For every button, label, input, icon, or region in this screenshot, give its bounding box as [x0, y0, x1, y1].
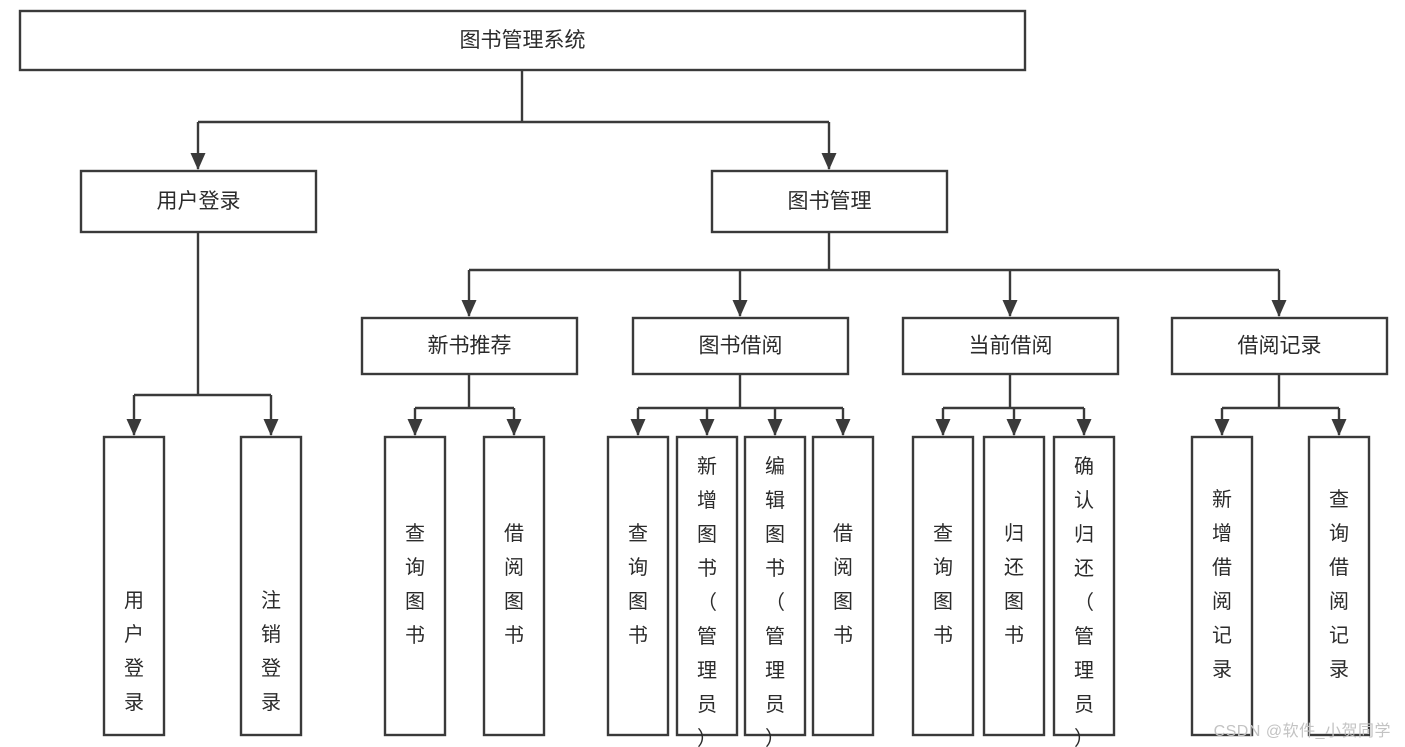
- node-book-borrow[interactable]: 图书借阅: [631, 316, 850, 376]
- node-leaf-borrow-book-2[interactable]: 借阅图书: [811, 435, 875, 737]
- node-label: 查询图书: [405, 522, 425, 647]
- arrow-head-icon: [1331, 419, 1347, 436]
- arrow-head-icon: [732, 300, 748, 317]
- node-label: 查询图书: [628, 522, 648, 647]
- node-label: 图书管理系统: [460, 29, 586, 52]
- node-leaf-confirm-return[interactable]: 确认归还（管理员）: [1052, 435, 1116, 747]
- node-new-book-recommend[interactable]: 新书推荐: [360, 316, 579, 376]
- watermark-text: CSDN @软件_小贺同学: [1213, 723, 1391, 740]
- node-label: 编辑图书（管理员）: [765, 455, 785, 747]
- arrow-head-icon: [190, 153, 206, 170]
- node-leaf-user-login[interactable]: 用户登录: [102, 435, 166, 737]
- arrow-head-icon: [506, 419, 522, 436]
- node-label: 借阅图书: [833, 522, 853, 647]
- node-label: 新书推荐: [428, 335, 512, 358]
- arrow-head-icon: [699, 419, 715, 436]
- node-leaf-add-record[interactable]: 新增借阅记录: [1190, 435, 1254, 737]
- node-label: 用户登录: [157, 190, 241, 213]
- connector-book-borrow-to-leaves: [630, 374, 851, 436]
- connector-root-to-level2: [190, 70, 837, 170]
- arrow-head-icon: [407, 419, 423, 436]
- node-leaf-logout[interactable]: 注销登录: [239, 435, 303, 737]
- node-box[interactable]: [79, 169, 318, 234]
- arrow-head-icon: [821, 153, 837, 170]
- node-label: 借阅记录: [1238, 335, 1322, 358]
- node-box[interactable]: [911, 435, 975, 737]
- node-box[interactable]: [102, 435, 166, 737]
- node-leaf-borrow-book-1[interactable]: 借阅图书: [482, 435, 546, 737]
- arrow-head-icon: [1214, 419, 1230, 436]
- node-box[interactable]: [1307, 435, 1371, 737]
- node-label: 当前借阅: [969, 335, 1053, 358]
- node-leaf-query-record[interactable]: 查询借阅记录: [1307, 435, 1371, 737]
- node-box[interactable]: [1170, 316, 1389, 376]
- node-borrow-record[interactable]: 借阅记录: [1170, 316, 1389, 376]
- connector-borrow-record-to-leaves: [1214, 374, 1347, 436]
- node-box[interactable]: [982, 435, 1046, 737]
- node-box[interactable]: [383, 435, 447, 737]
- connector-login-to-leaves: [126, 232, 279, 436]
- node-box[interactable]: [811, 435, 875, 737]
- node-box[interactable]: [710, 169, 949, 234]
- node-box[interactable]: [743, 435, 807, 737]
- node-label: 查询借阅记录: [1329, 488, 1349, 681]
- arrow-head-icon: [1271, 300, 1287, 317]
- connector-management-to-modules: [461, 232, 1287, 317]
- node-leaf-query-book-3[interactable]: 查询图书: [911, 435, 975, 737]
- node-root-system[interactable]: 图书管理系统: [18, 9, 1027, 72]
- node-box[interactable]: [606, 435, 670, 737]
- node-label: 归还图书: [1004, 522, 1024, 647]
- node-box[interactable]: [18, 9, 1027, 72]
- arrow-head-icon: [1002, 300, 1018, 317]
- arrow-head-icon: [1006, 419, 1022, 436]
- arrow-head-icon: [630, 419, 646, 436]
- node-leaf-edit-book[interactable]: 编辑图书（管理员）: [743, 435, 807, 747]
- node-box[interactable]: [1052, 435, 1116, 737]
- node-box[interactable]: [631, 316, 850, 376]
- node-box[interactable]: [482, 435, 546, 737]
- arrow-head-icon: [461, 300, 477, 317]
- node-book-management[interactable]: 图书管理: [710, 169, 949, 234]
- node-user-login[interactable]: 用户登录: [79, 169, 318, 234]
- node-box[interactable]: [360, 316, 579, 376]
- node-label: 图书管理: [788, 190, 872, 213]
- node-label: 图书借阅: [699, 335, 783, 358]
- node-box[interactable]: [901, 316, 1120, 376]
- node-label: 新增借阅记录: [1212, 488, 1232, 681]
- node-leaf-return-book[interactable]: 归还图书: [982, 435, 1046, 737]
- node-label: 新增图书（管理员）: [697, 455, 717, 747]
- node-current-borrow[interactable]: 当前借阅: [901, 316, 1120, 376]
- node-label: 借阅图书: [504, 522, 524, 647]
- arrow-head-icon: [835, 419, 851, 436]
- connector-current-borrow-to-leaves: [935, 374, 1092, 436]
- arrow-head-icon: [767, 419, 783, 436]
- node-box[interactable]: [239, 435, 303, 737]
- node-label: 查询图书: [933, 522, 953, 647]
- arrow-head-icon: [126, 419, 142, 436]
- node-label: 注销登录: [261, 589, 281, 714]
- node-box[interactable]: [1190, 435, 1254, 737]
- node-leaf-query-book-1[interactable]: 查询图书: [383, 435, 447, 737]
- arrow-head-icon: [935, 419, 951, 436]
- connector-new-book-recommend-to-leaves: [407, 374, 522, 436]
- node-leaf-add-book[interactable]: 新增图书（管理员）: [675, 435, 739, 747]
- arrow-head-icon: [263, 419, 279, 436]
- node-box[interactable]: [675, 435, 739, 737]
- node-label: 确认归还（管理员）: [1074, 455, 1094, 747]
- node-leaf-query-book-2[interactable]: 查询图书: [606, 435, 670, 737]
- node-label: 用户登录: [124, 590, 144, 714]
- arrow-head-icon: [1076, 419, 1092, 436]
